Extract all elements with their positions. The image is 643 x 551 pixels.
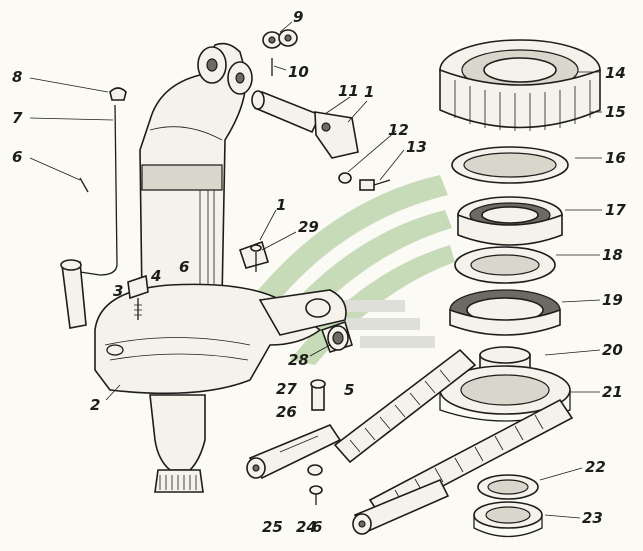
washers-9 [262, 29, 298, 49]
bearing-stack [439, 39, 601, 422]
cap-8 [109, 87, 127, 101]
label-17: 17 [605, 201, 626, 219]
label-21: 21 [602, 383, 623, 401]
label-14: 14 [605, 64, 626, 82]
label-25: 25 [262, 518, 283, 536]
shaft-11 [251, 90, 359, 159]
label-9: 9 [293, 8, 303, 26]
label-4: 4 [150, 267, 161, 285]
label-12: 12 [388, 121, 409, 139]
label-24: 24 [296, 518, 317, 536]
lock-ring-22 [477, 474, 539, 500]
bolt-13 [359, 179, 391, 191]
label-23: 23 [582, 509, 603, 527]
label-8: 8 [12, 68, 22, 86]
label-1b: 1 [276, 196, 286, 214]
label-1: 1 [364, 83, 374, 101]
label-10: 10 [288, 63, 309, 81]
label-19: 19 [602, 291, 623, 309]
fitting-27 [310, 379, 326, 411]
bushing-28 [320, 320, 353, 353]
nut-12 [338, 172, 352, 184]
bracket-29 [238, 240, 270, 272]
label-26: 26 [276, 403, 297, 421]
label-15: 15 [605, 103, 626, 121]
label-6: 6 [12, 148, 22, 166]
label-29: 29 [298, 218, 319, 236]
label-27: 27 [276, 380, 297, 398]
link-plate-26 [246, 424, 342, 480]
label-5: 5 [344, 381, 354, 399]
label-11: 11 [338, 82, 359, 100]
label-6b: 6 [179, 258, 189, 276]
callout-labels: 1 2 3 4 5 6 7 8 9 10 11 12 13 14 15 16 1… [12, 8, 626, 536]
bracket-3-4 [127, 274, 149, 320]
roller-chain [333, 348, 574, 535]
label-20: 20 [602, 341, 623, 359]
washer-25 [307, 464, 323, 495]
label-18: 18 [602, 246, 623, 264]
leader-lines [29, 21, 602, 519]
label-6c: 6 [312, 518, 322, 536]
label-3: 3 [113, 282, 123, 300]
rod-7 [60, 104, 118, 329]
label-22: 22 [585, 458, 606, 476]
label-16: 16 [605, 149, 626, 167]
label-2: 2 [90, 396, 100, 414]
label-13: 13 [406, 138, 427, 156]
nut-23 [473, 501, 543, 538]
label-7: 7 [12, 109, 23, 127]
pin-6 [79, 177, 89, 193]
label-28: 28 [288, 351, 309, 369]
housing-assembly [94, 42, 347, 493]
